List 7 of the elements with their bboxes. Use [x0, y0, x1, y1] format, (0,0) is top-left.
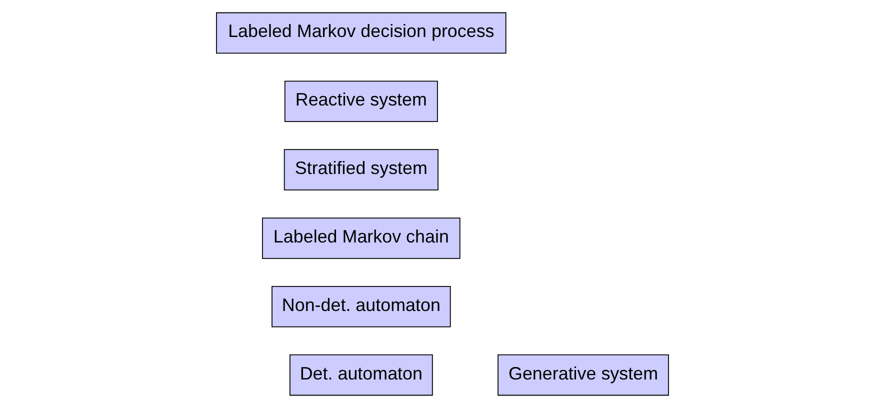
node-box: Reactive system — [284, 80, 438, 122]
node-box: Labeled Markov decision process — [216, 12, 506, 54]
node-box: Det. automaton — [289, 354, 432, 396]
node-box: Generative system — [497, 354, 668, 396]
node-box: Non-det. automaton — [271, 286, 450, 328]
node-box: Stratified system — [283, 149, 438, 190]
node-box: Labeled Markov chain — [262, 218, 460, 259]
